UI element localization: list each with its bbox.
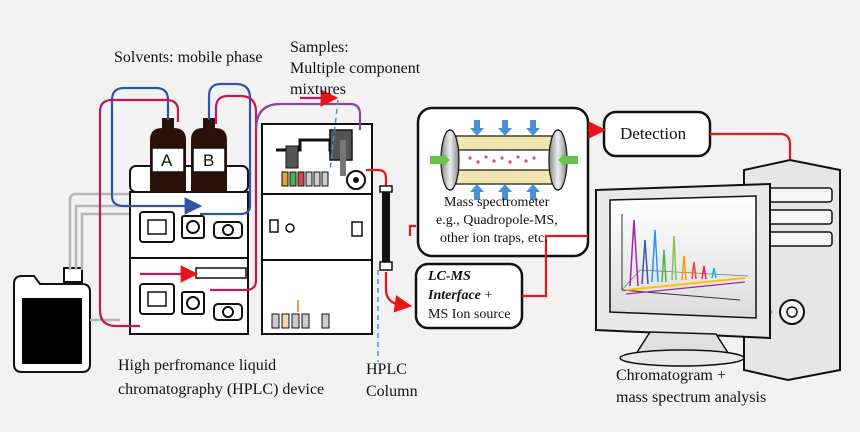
lcms-label-line2-wrap: Interface +: [428, 287, 492, 304]
hplc-pump-cabinet: [129, 165, 249, 335]
hplc-column: [379, 185, 393, 271]
hplc-label-line2: chromatography (HPLC) device: [118, 381, 325, 398]
lcms-label-line3: MS Ion source: [428, 307, 511, 322]
red-flow-line: [366, 168, 416, 313]
waste-solvent-jug: [13, 267, 91, 373]
bottle-a-label: A: [161, 151, 173, 170]
chromatogram-label-line1: Chromatogram +: [616, 367, 726, 384]
autosampler-cabinet: [261, 123, 373, 335]
column-label-line2: Column: [366, 383, 418, 400]
samples-label-line2: Multiple component: [290, 60, 421, 77]
solvent-bottle-b: [191, 118, 227, 192]
samples-label-line1: Samples:: [290, 39, 349, 56]
chromatogram-label-line2: mass spectrum analysis: [616, 389, 767, 406]
blue-tubing: [110, 82, 252, 216]
samples-pointer-line: [329, 99, 339, 171]
purple-tubing: [254, 89, 362, 131]
samples-label-line3: mixtures: [290, 81, 346, 98]
column-label-line1: HPLC: [366, 361, 407, 378]
detection-label: Detection: [620, 124, 687, 143]
lcms-label-line1: LC-MS: [428, 269, 471, 284]
bottle-b-label: B: [203, 151, 215, 170]
red-connections: [522, 121, 792, 298]
mass-spectrometer-box: [416, 106, 590, 258]
lcms-interface-word: Interface: [428, 288, 481, 303]
lcms-plus: +: [480, 288, 493, 303]
ms-label-line2: e.g., Quadropole-MS,: [436, 213, 558, 228]
hplc-label-line1: High perfromance liquid: [118, 357, 277, 374]
ms-label-line1: Mass spectrometer: [444, 195, 550, 210]
chromatogram-plot: [621, 214, 749, 301]
solvent-bottle-a: [150, 118, 186, 192]
magenta-tubing: [98, 94, 258, 328]
solvents-label: Solvents: mobile phase: [114, 49, 263, 66]
ms-label-line3: other ion traps, etc.: [440, 231, 548, 246]
